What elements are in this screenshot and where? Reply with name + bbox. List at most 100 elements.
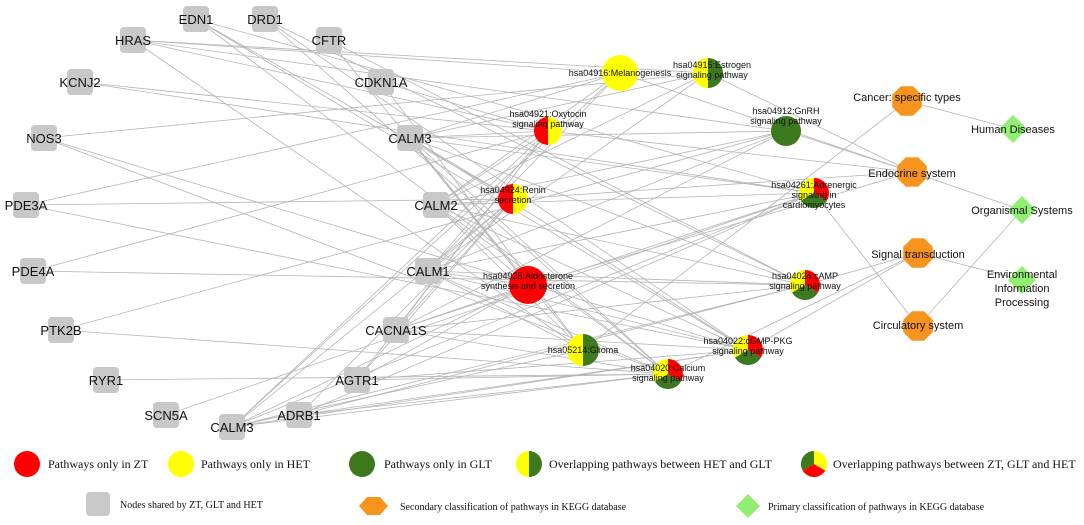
gene-node-shape [316,27,342,53]
edge-CDKN1A-p4921 [380,81,549,132]
pathway-node-shape [509,266,547,304]
legend-primary-swatch [736,494,760,518]
legend-zt-glt-het-swatch [800,450,828,478]
primary-node-c_os: Organismal Systems [971,196,1073,224]
pathway-node-label: signaling in [791,190,836,200]
gene-node-hras: HRAS [115,27,151,53]
pathway-node-label: hsa04915:Estrogen [673,60,751,70]
secondary-node-label: Cancer: specific types [853,92,961,104]
edge-HRAS-p4916 [132,39,621,74]
edge-CACNA1S-p4924 [395,198,514,331]
gene-node-shape [423,192,449,218]
edge-CACNA1S-p4020 [395,329,669,375]
pathway-node-label: hsa04020:Calcium [631,363,706,373]
edge-CALM3b-p4921 [231,130,549,428]
gene-node-drd1: DRD1 [247,6,283,32]
gene-node-pde3a: PDE3A [5,192,48,218]
edge-CALM2-p5214 [435,204,584,351]
edge-CALM3b-p4024 [231,284,806,428]
secondary-node-label: Circulatory system [873,320,963,332]
primary-node-label: Human Diseases [971,124,1055,136]
gene-node-calm1: CALM1 [406,258,450,284]
legend-secondary-swatch [359,497,388,515]
pathway-node-shape [733,335,763,365]
edge-ADRB1-p4261 [298,192,815,416]
gene-node-label: PDE3A [5,198,48,213]
pathway-node-label: cardiomyocytes [783,200,846,210]
secondary-node-shape [903,311,933,341]
edge-s_signal-c_eip [917,252,1023,281]
pathway-node-label: hsa04024:cAMP [772,271,838,281]
edge-CALM3b-p4924 [231,198,514,428]
edge-DRD1-p4020 [264,18,669,375]
gene-node-cdkn1a: CDKN1A [355,69,408,95]
edge-CALM2-p4020 [435,204,669,375]
edge-ADRB1-p4924 [298,198,514,416]
legend-shared-label: Nodes shared by ZT, GLT and HET [120,500,263,511]
edge-CACNA1S-p4261 [395,192,815,331]
edge-CALM3a-p4020 [409,137,669,375]
gene-node-shape [120,27,146,53]
pathway-node-label: hsa04916:Melanogenesis [569,68,672,78]
edge-CACNA1S-p4912 [395,130,787,331]
edge-CACNA1S-p4024 [395,284,806,331]
legend-het-glt-swatch [516,451,542,477]
secondary-node-shape [903,238,933,268]
pathway-node-label: hsa05214:Glioma [548,345,619,355]
edge-CALM2-p4925 [435,204,529,286]
secondary-node-shape [892,86,922,116]
gene-node-label: HRAS [115,33,151,48]
gene-node-shape [13,192,39,218]
primary-node-label: Environmental [987,269,1057,281]
edge-p4261-s_circ [813,192,919,327]
pathway-node-label: hsa04022:cGMP-PKG [703,336,792,346]
edge-s_circ-c_os [917,209,1023,327]
edge-CALM3a-p4915 [409,72,709,139]
gene-node-edn1: EDN1 [179,6,213,32]
edge-CALM1-p5214 [427,270,584,351]
gene-node-shape [383,317,409,343]
gene-node-nos3: NOS3 [26,125,62,151]
gene-node-label: DRD1 [247,12,282,27]
gene-node-shape [67,69,93,95]
gene-node-label: CALM3 [388,131,431,146]
primary-node-shape [999,115,1027,143]
pathway-node-shape [602,55,638,91]
pathway-node-label: signaling pathway [769,281,841,291]
edge-EDN1-p4261 [195,18,815,194]
gene-node-cacna1s: CACNA1S [365,317,427,343]
primary-node-shape [1008,196,1036,224]
gene-node-label: AGTR1 [335,373,378,388]
gene-node-shape [183,6,209,32]
pathway-node-p4916: hsa04916:Melanogenesis [569,55,672,91]
legend-zt-swatch [14,451,40,477]
edge-AGTR1-p4924 [356,198,514,381]
gene-node-cftr: CFTR [312,27,346,53]
edge-CALM3a-p4924 [409,137,514,200]
edge-CALM2-p4022 [435,204,749,351]
pathway-node-label: hsa04925:Aldosterone [483,271,573,281]
gene-node-adrb1: ADRB1 [277,402,321,428]
pathway-node-shape [498,184,528,214]
edge-CALM3a-p4261 [409,137,815,194]
edge-HRAS-p5214 [132,39,584,351]
edge-CALM1-p4912 [427,130,787,272]
edge-CALM2-p4915 [435,72,709,206]
gene-node-label: KCNJ2 [59,75,100,90]
gene-node-shape [368,69,394,95]
gene-node-label: ADRB1 [277,408,320,423]
pathway-node-label: hsa04921:Oxytocin [509,109,586,119]
gene-node-label: CDKN1A [355,75,408,90]
edge-NOS3-p4020 [43,137,669,375]
legend-glt-swatch [349,451,375,477]
legend-primary-label: Primary classification of pathways in KE… [768,502,985,513]
legend: Pathways only in ZT Pathways only in HET… [14,450,1076,518]
secondary-node-s_circ: Circulatory system [873,311,963,341]
gene-node-shape [153,402,179,428]
edge-AGTR1-p4022 [356,349,749,381]
gene-node-agtr1: AGTR1 [335,367,379,393]
edge-CALM1-p4921 [427,130,549,272]
